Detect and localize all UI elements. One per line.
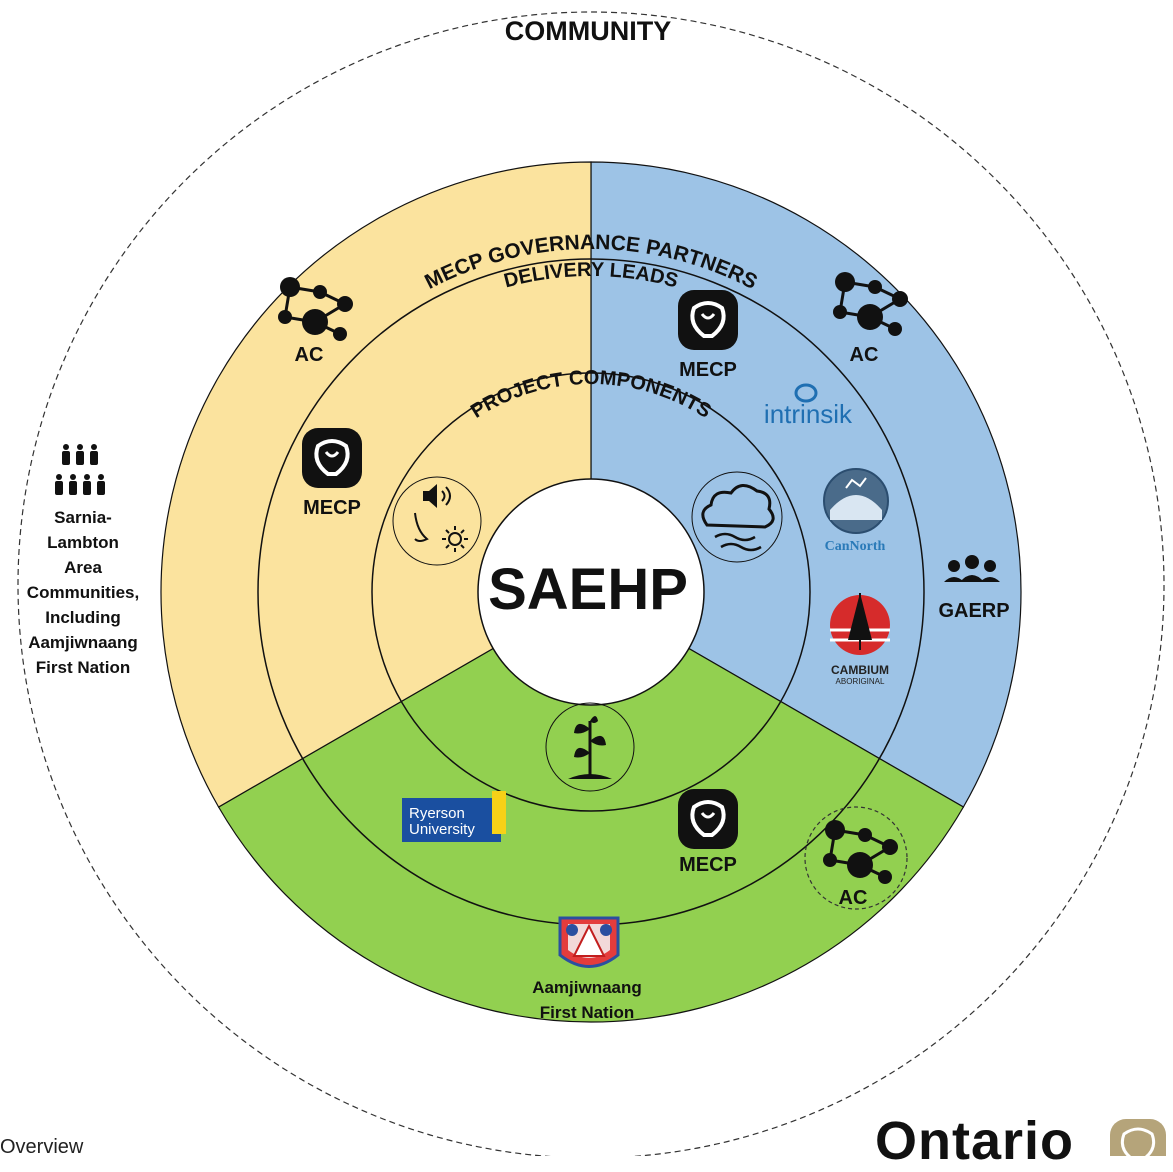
aamjiwnaang-label-line2: First Nation xyxy=(540,1003,634,1022)
network-icon xyxy=(833,272,908,336)
people-group-icon xyxy=(55,444,105,495)
svg-text:CAMBIUM: CAMBIUM xyxy=(831,663,889,677)
sector-yellow xyxy=(160,161,592,808)
community-line: Communities, xyxy=(27,583,139,602)
svg-text:CanNorth: CanNorth xyxy=(825,539,886,554)
center-label: SAEHP xyxy=(488,557,688,622)
community-description: Sarnia- Lambton Area Communities, Includ… xyxy=(27,508,139,677)
ontario-trillium-icon xyxy=(678,290,738,350)
group-icon xyxy=(944,555,1000,582)
community-line: Sarnia- xyxy=(54,508,112,527)
footer-overview-text: Overview xyxy=(0,1136,84,1158)
network-icon xyxy=(823,820,898,884)
community-line: Including xyxy=(45,608,121,627)
svg-text:University: University xyxy=(409,821,475,838)
noise-odour-light-icon xyxy=(392,476,482,566)
community-line: Lambton xyxy=(47,533,119,552)
ontario-logo-mark xyxy=(1110,1119,1166,1172)
aamjiwnaang-label-line1: Aamjiwnaang xyxy=(532,978,642,997)
community-label: COMMUNITY xyxy=(505,16,671,46)
svg-text:intrinsik: intrinsik xyxy=(764,399,853,429)
plant-icon xyxy=(545,702,635,792)
gaerp-label: GAERP xyxy=(938,600,1009,622)
community-line: Area xyxy=(64,558,102,577)
intrinsik-logo: intrinsik xyxy=(764,383,853,429)
ryerson-university-logo: Ryerson University xyxy=(402,791,506,842)
community-circle xyxy=(17,11,1165,1159)
blue-mecp-label: MECP xyxy=(679,359,737,381)
ontario-trillium-icon xyxy=(678,789,738,849)
yellow-mecp-label: MECP xyxy=(303,497,361,519)
ac-dashed-circle xyxy=(804,806,908,910)
yellow-ac-label: AC xyxy=(295,344,324,366)
community-line: First Nation xyxy=(36,658,130,677)
sector-green xyxy=(217,591,965,1023)
green-ac-label: AC xyxy=(839,887,868,909)
cannorth-logo: CanNorth xyxy=(823,468,889,554)
ontario-trillium-icon xyxy=(302,428,362,488)
network-icon xyxy=(278,277,353,341)
green-mecp-label: MECP xyxy=(679,854,737,876)
community-line: Aamjiwnaang xyxy=(28,633,138,652)
aamjiwnaang-crest-logo xyxy=(558,916,620,968)
cambium-aboriginal-logo: CAMBIUM ABORIGINAL xyxy=(830,593,890,686)
cloud-air-icon xyxy=(691,471,783,563)
blue-ac-label: AC xyxy=(850,344,879,366)
svg-text:ABORIGINAL: ABORIGINAL xyxy=(836,677,885,686)
ontario-logo-text: Ontario xyxy=(875,1111,1075,1171)
svg-text:Ryerson: Ryerson xyxy=(409,805,465,822)
center-circle xyxy=(477,478,705,706)
components-ring xyxy=(371,372,811,812)
